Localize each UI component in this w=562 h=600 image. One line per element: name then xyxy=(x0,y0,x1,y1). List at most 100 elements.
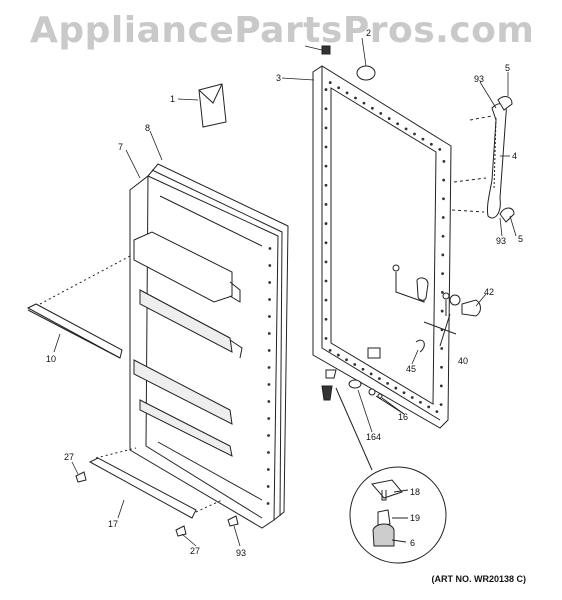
callout-27-bottom: 27 xyxy=(190,546,200,556)
callout-3: 3 xyxy=(276,73,281,83)
rivet xyxy=(440,365,443,369)
rivet xyxy=(324,164,328,168)
screw-93-bottom xyxy=(227,515,239,527)
rivet xyxy=(386,381,390,385)
callout-19: 19 xyxy=(410,513,420,523)
rivet xyxy=(410,396,414,399)
rivet xyxy=(440,347,444,350)
callout-2: 2 xyxy=(366,28,371,38)
rivet xyxy=(267,434,270,437)
rivet xyxy=(419,400,422,404)
rivet xyxy=(439,403,443,407)
rivet xyxy=(336,353,340,357)
rivet xyxy=(267,332,271,335)
rivet xyxy=(267,366,271,369)
callout-8: 8 xyxy=(145,123,150,133)
rivet xyxy=(345,91,349,95)
plug-part xyxy=(356,65,376,81)
rivet xyxy=(324,298,328,302)
rivet xyxy=(324,126,328,130)
rivet xyxy=(267,383,271,386)
callout-45: 45 xyxy=(406,364,416,374)
leader-lines xyxy=(53,37,517,547)
rivet xyxy=(435,410,439,414)
top-screw-part xyxy=(321,45,331,55)
rivet xyxy=(442,197,445,201)
rivet xyxy=(268,315,271,318)
literature-envelope-part xyxy=(198,83,227,128)
rivet xyxy=(266,468,270,471)
rivet xyxy=(324,107,328,111)
rivet xyxy=(268,298,271,301)
rivet xyxy=(440,309,444,313)
rivet xyxy=(267,349,271,352)
callout-16: 16 xyxy=(398,412,408,422)
callout-17: 17 xyxy=(108,519,118,529)
rivet xyxy=(266,485,270,488)
rivet xyxy=(439,384,443,388)
rivet xyxy=(324,88,328,91)
door-shelves xyxy=(133,231,243,457)
callout-7: 7 xyxy=(118,142,123,152)
callout-1: 1 xyxy=(170,94,175,104)
callout-27-left: 27 xyxy=(64,452,74,462)
callout-5-bottom: 5 xyxy=(518,234,523,244)
bottom-shelf-bar-part xyxy=(88,457,197,519)
rivet xyxy=(324,337,328,340)
rivet xyxy=(379,112,383,115)
rivet xyxy=(324,183,328,187)
rivet xyxy=(442,159,446,163)
rivet xyxy=(324,279,328,283)
rivet xyxy=(354,96,357,100)
art-number: (ART NO. WR20138 C) xyxy=(431,574,526,584)
rivet xyxy=(266,502,270,505)
handle-end-cap-bottom xyxy=(499,207,515,223)
rivet xyxy=(267,417,271,420)
door-handle-part xyxy=(451,103,507,219)
rivet xyxy=(413,132,416,136)
rivet xyxy=(324,203,328,206)
callout-42: 42 xyxy=(484,287,494,297)
rivet xyxy=(324,317,328,321)
callout-93-bottom: 93 xyxy=(236,548,246,558)
handle-end-cap-top xyxy=(497,96,513,111)
rivet xyxy=(441,216,445,219)
inset-detail-hinge xyxy=(349,466,447,564)
rivet xyxy=(345,358,348,362)
rivet xyxy=(394,386,398,390)
rivet xyxy=(421,137,425,141)
rivet xyxy=(429,142,433,146)
rivet xyxy=(324,241,328,245)
rivet xyxy=(441,272,445,276)
spring-clip-part xyxy=(415,339,425,353)
rivet xyxy=(268,264,272,267)
callout-6: 6 xyxy=(410,538,415,548)
screw-27-bottom xyxy=(175,525,187,537)
rivet xyxy=(441,253,445,257)
callout-5-top: 5 xyxy=(505,63,510,73)
watermark-logo: AppliancePartsPros.com xyxy=(30,10,535,51)
rivet xyxy=(337,86,341,90)
rivet xyxy=(396,122,400,126)
rivet xyxy=(267,451,270,454)
rivet xyxy=(353,363,357,366)
bottom-hinge-parts xyxy=(321,369,405,471)
rivet xyxy=(370,106,374,110)
strike-part xyxy=(461,299,481,317)
rivet xyxy=(328,81,332,84)
rivet xyxy=(361,367,365,371)
rivet xyxy=(324,222,328,225)
callout-4: 4 xyxy=(512,151,517,161)
screw-27-left xyxy=(75,471,87,483)
rivet xyxy=(268,247,272,250)
callout-164: 164 xyxy=(366,432,381,442)
rivet xyxy=(268,281,272,284)
rivet xyxy=(441,234,445,238)
rivet xyxy=(267,400,271,403)
rivet xyxy=(440,290,444,294)
rivet xyxy=(324,145,328,149)
callout-93-right: 93 xyxy=(496,236,506,246)
rivet xyxy=(404,127,408,131)
